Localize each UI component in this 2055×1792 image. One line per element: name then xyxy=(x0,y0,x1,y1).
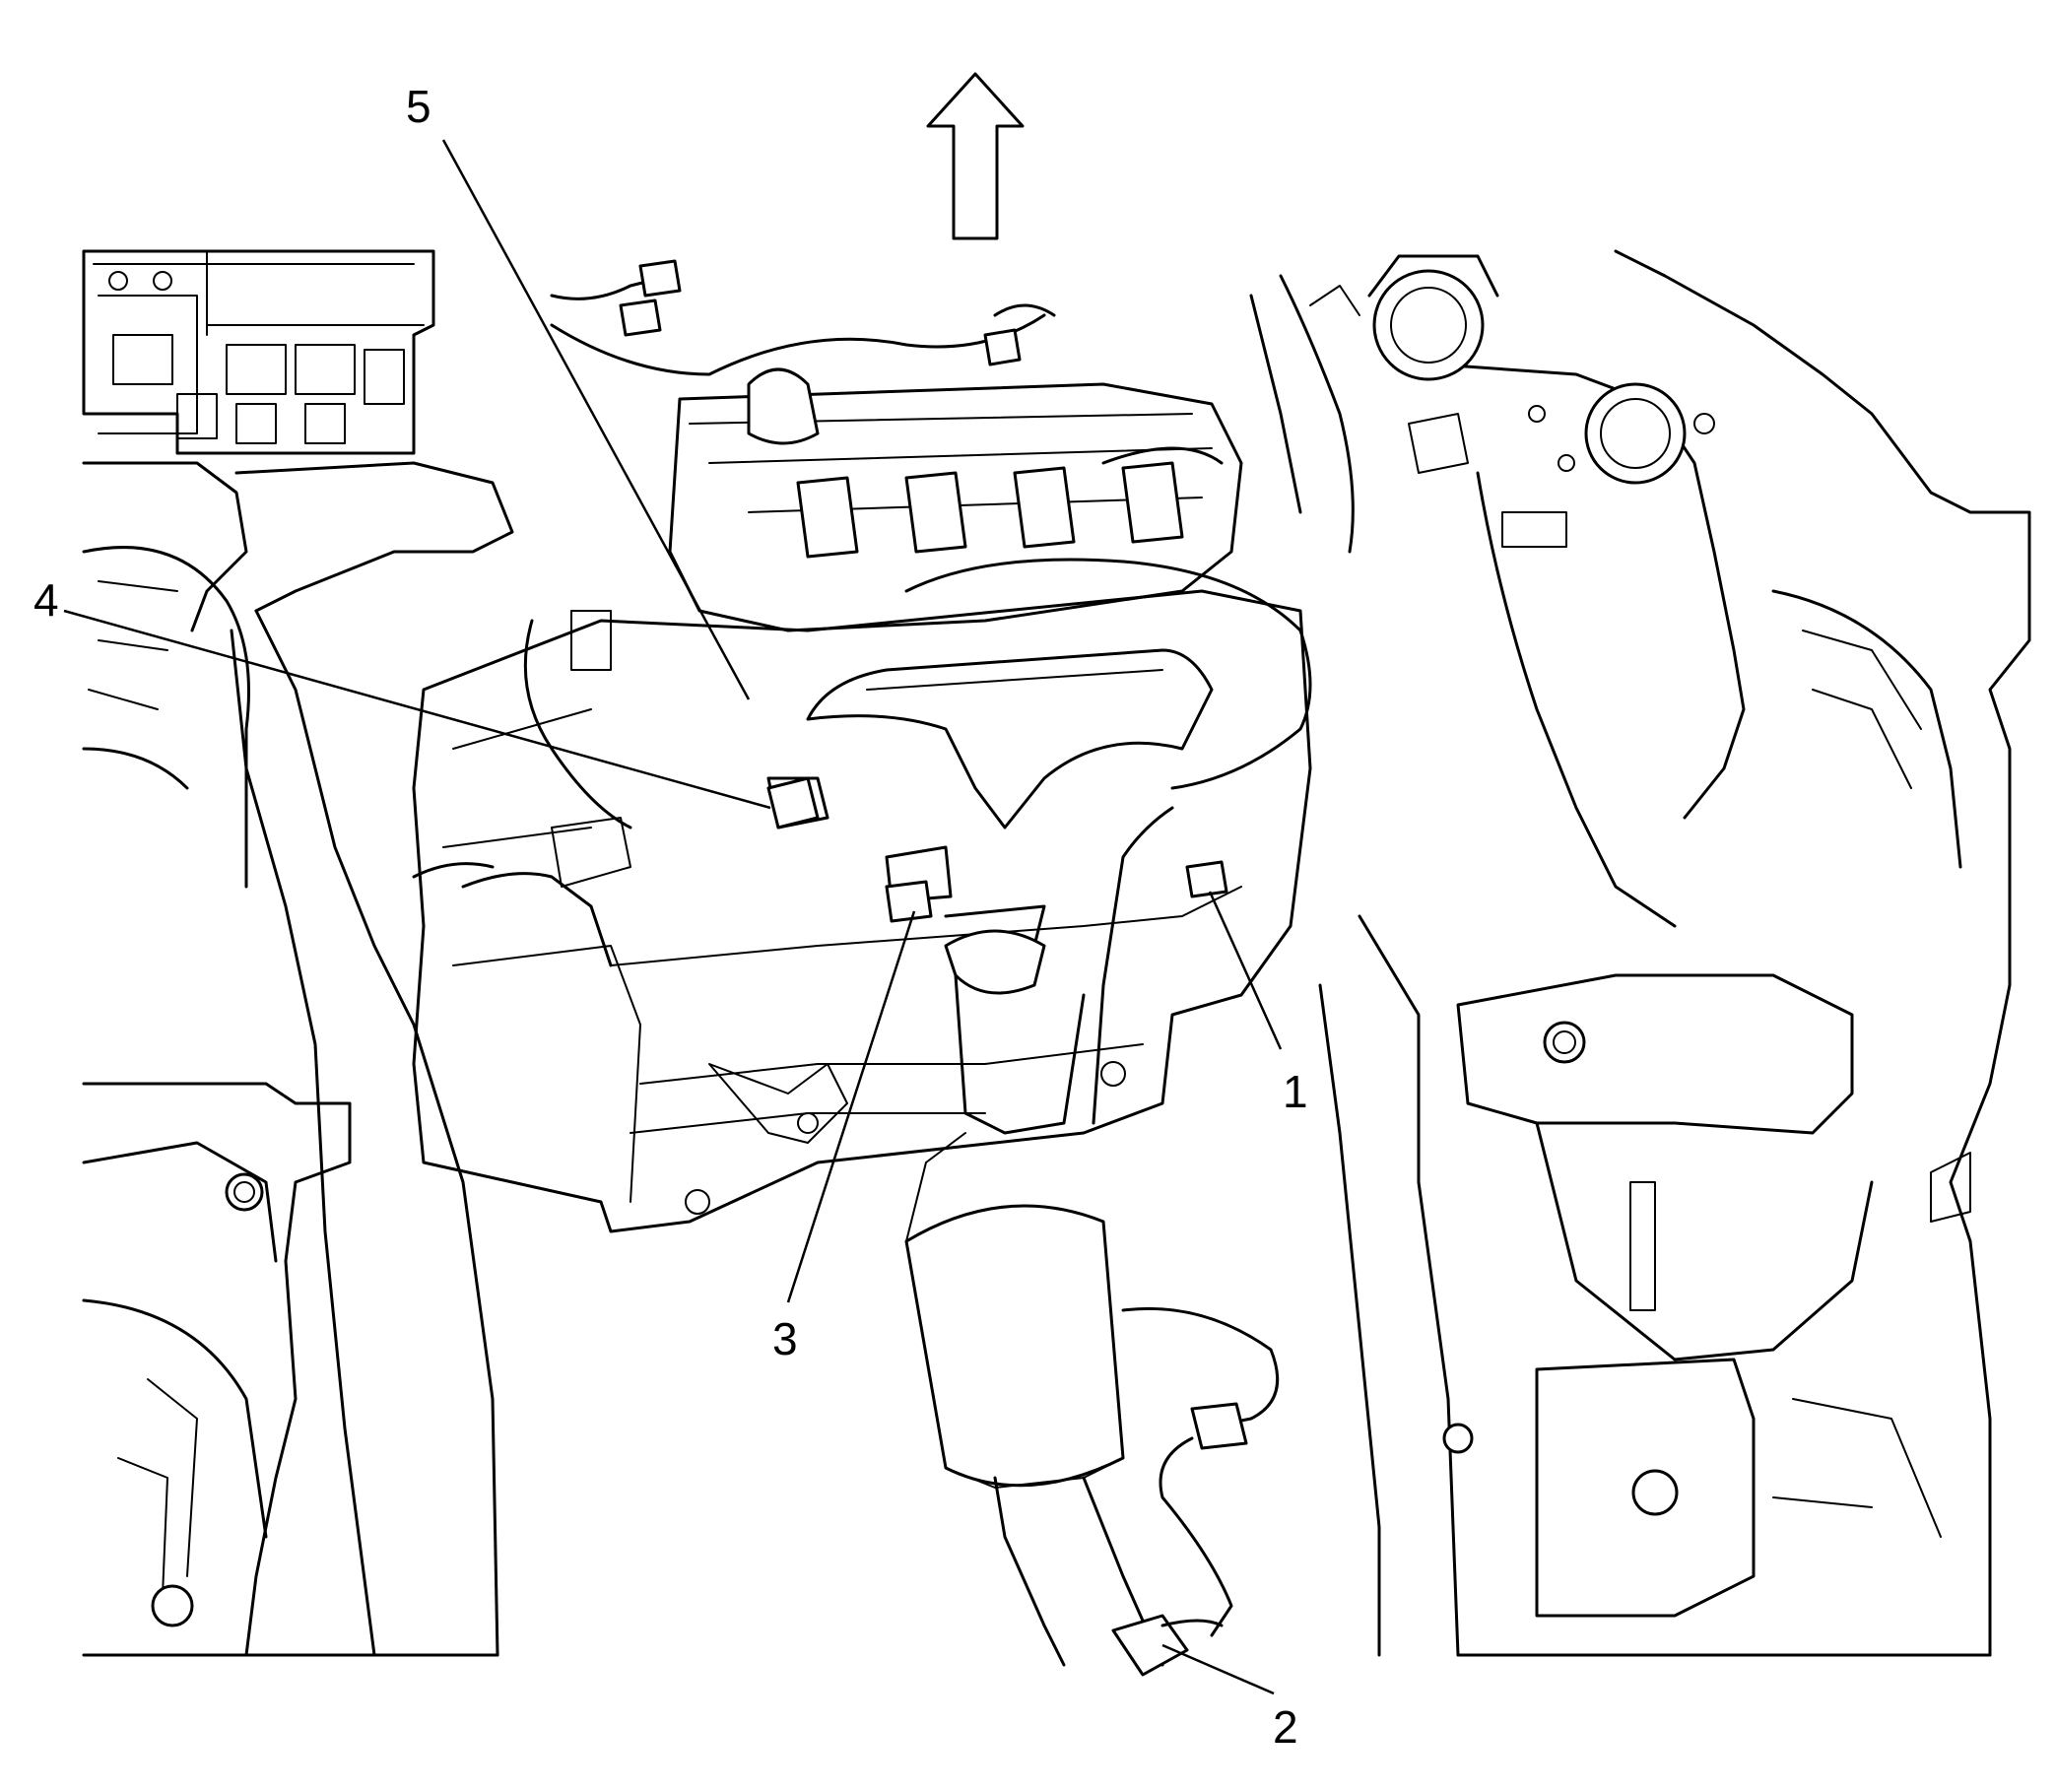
callout-1: 1 xyxy=(1283,1066,1308,1117)
leader-lines xyxy=(63,139,1283,1695)
up-arrow-icon xyxy=(926,72,1025,240)
leader-line-5 xyxy=(441,139,751,700)
upstream-sensor-connectors xyxy=(766,776,1228,1125)
callout-4: 4 xyxy=(33,574,59,626)
leader-line-4 xyxy=(63,609,771,810)
callout-3: 3 xyxy=(772,1313,798,1364)
leader-line-2 xyxy=(1161,1643,1275,1695)
air-intake-and-harness xyxy=(550,254,1499,554)
leader-line-1 xyxy=(1208,891,1283,1050)
leader-line-3 xyxy=(786,910,916,1303)
callouts: 1 2 3 4 5 xyxy=(33,81,1308,1753)
callout-2: 2 xyxy=(1273,1701,1298,1753)
callout-5: 5 xyxy=(406,81,431,132)
oxygen-sensor-harness xyxy=(1111,1306,1280,1677)
catalytic-converter xyxy=(904,904,1164,1667)
engine-assembly xyxy=(412,313,1312,1233)
left-body-structure xyxy=(82,249,514,1657)
right-body-structure xyxy=(1318,249,2031,1657)
